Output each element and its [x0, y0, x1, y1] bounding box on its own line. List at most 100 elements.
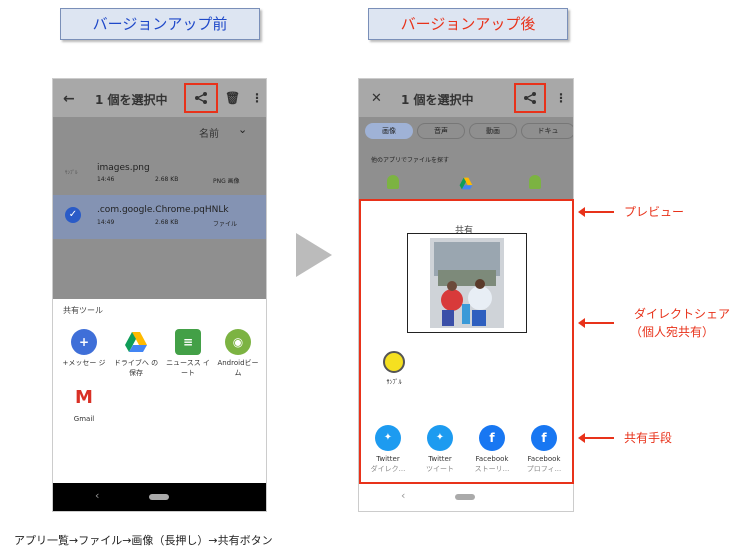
app-android-beam[interactable]: ◉ Androidビー ム — [213, 329, 263, 378]
target-name: Twitter — [428, 455, 452, 463]
facebook-icon: f — [479, 425, 505, 451]
gmail-icon: M — [75, 387, 93, 408]
delete-icon[interactable]: 🗑 — [225, 91, 241, 105]
app-label: ドライブへ の保存 — [113, 359, 159, 377]
drive-icon — [123, 329, 149, 355]
back-arrow-icon[interactable]: ← — [63, 91, 75, 107]
app-label: Androidビー ム — [217, 359, 259, 377]
chip-documents[interactable]: ドキュ — [521, 123, 573, 139]
share-target-facebook-profile[interactable]: f Facebook プロフィ... — [519, 425, 569, 474]
target-sub: ダイレク... — [370, 465, 406, 473]
chip-images[interactable]: 画像 — [365, 123, 413, 139]
app-news[interactable]: ≡ ニュースス イート — [163, 329, 213, 378]
share-button[interactable] — [184, 83, 218, 113]
app-drive[interactable]: ドライブへ の保存 — [111, 329, 161, 378]
share-target-twitter-dm[interactable]: ✦ Twitter ダイレク... — [363, 425, 413, 474]
file-row[interactable]: ｻﾝﾌﾟﾙ images.png 14:46 2.68 KB PNG 画像 — [53, 155, 266, 193]
nav-back-icon[interactable]: ‹ — [401, 489, 406, 502]
chevron-down-icon[interactable]: ⌄ — [238, 123, 248, 136]
label-before-version: バージョンアップ前 — [60, 8, 260, 40]
app-messages[interactable]: + +メッセー ジ — [59, 329, 109, 368]
annotation-share-means: 共有手段 — [624, 431, 673, 445]
arrow-direct-share — [578, 318, 614, 328]
share-sheet: 共有 ｻﾝﾌﾟﾙ ✦ Twitter ダイレク... — [359, 199, 573, 485]
close-icon[interactable]: ✕ — [371, 91, 382, 106]
top-bar: ✕ 1 個を選択中 ⋮ — [359, 79, 573, 117]
facebook-icon: f — [531, 425, 557, 451]
app-gmail[interactable]: M Gmail — [59, 385, 109, 424]
annotation-preview: プレビュー — [624, 205, 685, 219]
share-sheet-title: 共有ツール — [63, 306, 103, 315]
more-icon[interactable]: ⋮ — [251, 91, 263, 105]
background-dimmed: 画像 音声 動画 ドキュ 他のアプリでファイルを探す — [359, 117, 573, 199]
file-type: PNG 画像 — [213, 178, 240, 185]
android-icon[interactable] — [529, 175, 541, 189]
contact-label: ｻﾝﾌﾟﾙ — [386, 379, 402, 386]
chip-label: 動画 — [486, 127, 500, 135]
drive-icon[interactable] — [459, 175, 473, 190]
file-time: 14:46 — [97, 176, 115, 183]
file-time: 14:49 — [97, 219, 115, 226]
arrow-preview — [578, 207, 614, 217]
label-after-version: バージョンアップ後 — [368, 8, 568, 40]
preview-image — [430, 238, 504, 328]
target-name: Facebook — [527, 455, 561, 463]
top-bar: ← 1 個を選択中 🗑 ⋮ — [53, 79, 266, 117]
chip-label: 画像 — [382, 127, 396, 135]
nav-bar: ‹ — [359, 483, 573, 511]
annotation-direct-share: ダイレクトシェア — [634, 307, 731, 321]
file-thumb: ｻﾝﾌﾟﾙ — [65, 170, 78, 176]
phone-before: ← 1 個を選択中 🗑 ⋮ 名前 ⌄ ｻﾝﾌﾟﾙ images.png 14:4… — [52, 78, 267, 512]
target-name: Facebook — [475, 455, 509, 463]
share-target-twitter-tweet[interactable]: ✦ Twitter ツイート — [415, 425, 465, 474]
chip-video[interactable]: 動画 — [469, 123, 517, 139]
file-size: 2.68 KB — [155, 219, 179, 226]
chip-label: 音声 — [434, 127, 448, 135]
check-icon: ✓ — [65, 207, 81, 223]
sort-label[interactable]: 名前 — [199, 129, 219, 140]
share-icon — [195, 92, 207, 104]
file-list-dimmed: 名前 ⌄ ｻﾝﾌﾟﾙ images.png 14:46 2.68 KB PNG … — [53, 117, 266, 299]
messages-icon: + — [71, 329, 97, 355]
android-icon: ◉ — [225, 329, 251, 355]
share-sheet-highlight — [359, 199, 574, 484]
nav-bar: ‹ — [53, 483, 266, 511]
app-label: +メッセー ジ — [62, 359, 106, 367]
nav-back-icon[interactable]: ‹ — [95, 489, 100, 502]
file-size: 2.68 KB — [155, 176, 179, 183]
hint-text: 他のアプリでファイルを探す — [371, 157, 450, 164]
file-row-selected[interactable]: ✓ .com.google.Chrome.pqHNLk 14:49 2.68 K… — [53, 195, 266, 239]
twitter-icon: ✦ — [375, 425, 401, 451]
annotation-direct-share-sub: （個人宛共有） — [630, 325, 715, 339]
selection-title: 1 個を選択中 — [401, 93, 474, 107]
nav-home-icon[interactable] — [149, 494, 169, 500]
more-icon[interactable]: ⋮ — [555, 91, 567, 105]
chip-label: ドキュ — [537, 127, 559, 135]
file-type: ファイル — [213, 221, 238, 228]
app-label: Gmail — [73, 415, 95, 423]
nav-home-icon[interactable] — [455, 494, 475, 500]
target-sub: ツイート — [426, 465, 454, 473]
app-label: ニュースス イート — [166, 359, 210, 377]
transition-arrow-icon — [296, 233, 332, 277]
share-sheet-title: 共有 — [455, 226, 474, 236]
caption: アプリ一覧→ファイル→画像（長押し）→共有ボタン — [14, 534, 273, 547]
share-button[interactable] — [514, 83, 546, 113]
arrow-share-means — [578, 433, 614, 443]
share-target-facebook-story[interactable]: f Facebook ストーリ... — [467, 425, 517, 474]
preview-frame — [407, 233, 527, 333]
chip-audio[interactable]: 音声 — [417, 123, 465, 139]
phone-after: ✕ 1 個を選択中 ⋮ 画像 音声 動画 ドキュ 他のアプリでファイルを探す 共… — [358, 78, 574, 512]
news-icon: ≡ — [175, 329, 201, 355]
target-name: Twitter — [376, 455, 400, 463]
direct-share-contact[interactable]: ｻﾝﾌﾟﾙ — [379, 351, 409, 393]
share-sheet: 共有ツール + +メッセー ジ ドライブへ の保存 ≡ ニュースス イート ◉ … — [53, 299, 266, 485]
twitter-icon: ✦ — [427, 425, 453, 451]
contact-avatar — [383, 351, 405, 373]
target-sub: ストーリ... — [474, 465, 510, 473]
share-icon — [524, 92, 536, 104]
file-name: .com.google.Chrome.pqHNLk — [97, 205, 229, 215]
target-sub: プロフィ... — [526, 465, 562, 473]
android-icon[interactable] — [387, 175, 399, 189]
file-name: images.png — [97, 163, 150, 173]
